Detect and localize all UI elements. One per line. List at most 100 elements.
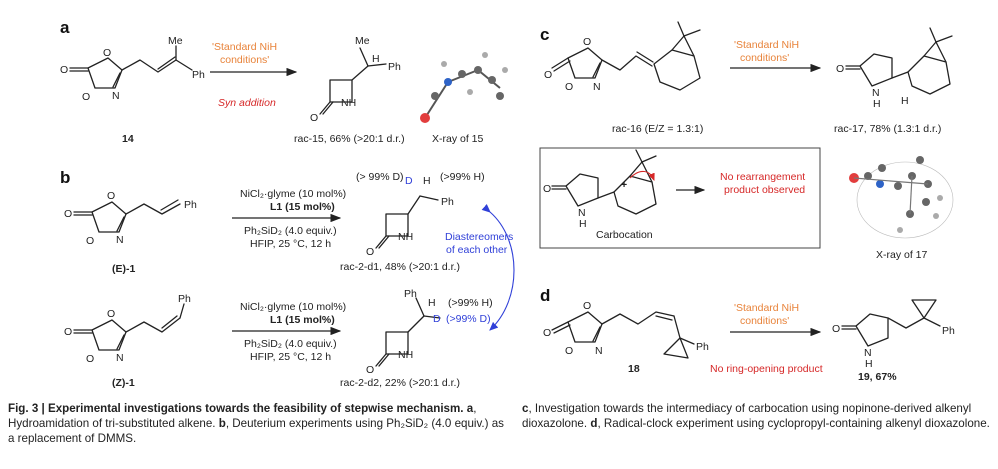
product-15-ph: Ph [388,61,401,73]
product-15-h: H [372,53,380,65]
z1-cond-1: NiCl₂·glyme (10 mol%) [240,301,346,313]
caption-a-label: a [466,402,474,415]
product-17-h2: H [901,95,909,107]
atom-o: O [583,300,591,312]
atom-o: O [583,36,591,48]
atom-o: O [544,69,552,81]
atom-o: O [543,327,551,339]
compound-e1: (E)-1 [112,263,135,275]
d1-d: D [405,175,413,187]
diastereomers-2: of each other [446,244,508,256]
xray-15-image [420,52,508,123]
product-19-structure [841,299,941,347]
compound-z1: (Z)-1 [112,377,135,389]
product-2d1-caption: rac-2-d1, 48% (>20:1 d.r.) [340,261,460,273]
atom-o: O [64,326,72,338]
conditions-d-line1: 'Standard NiH [734,302,799,314]
caption-c-label: c [522,402,529,415]
box-n: N [578,207,586,219]
substrate-18-structure [551,311,695,359]
substrate-e1-structure [73,199,181,233]
product-17-caption: rac-17, 78% (1.3:1 d.r.) [834,123,941,135]
substrate-ph: Ph [192,69,205,81]
product-19-caption: 19, 67% [858,371,897,383]
d2-nh: NH [398,349,413,361]
atom-o: O [310,112,318,124]
atom-o: O [543,183,551,195]
d2-h: H [428,297,436,309]
e1-cond-4: HFIP, 25 °C, 12 h [250,238,331,250]
product-2d2-caption: rac-2-d2, 22% (>20:1 d.r.) [340,377,460,389]
conditions-a-line1: 'Standard NiH [212,41,277,53]
conditions-d-line2: conditions' [740,315,789,327]
panel-b-label: b [60,168,70,187]
caption-title: Fig. 3 | Experimental investigations tow… [8,402,464,415]
caption-d-label: d [590,417,598,430]
product-17-h1: H [873,98,881,110]
box-plus: + [621,179,627,191]
xray-15-caption: X-ray of 15 [432,133,484,145]
panel-c-label: c [540,25,549,44]
compound-18: 18 [628,363,640,375]
z1-cond-2: L1 (15 mol%) [270,314,335,326]
d2-d-pct: (>99% D) [446,313,491,325]
product-17-structure [845,27,953,95]
z1-cond-3: Ph₂SiD₂ (4.0 equiv.) [244,338,337,350]
z1-ph: Ph [178,293,191,305]
carbocation-box [539,147,821,249]
panel-a-label: a [60,18,70,37]
carbocation-structure [551,149,657,215]
atom-o: O [60,64,68,76]
diastereomers-1: Diastereomers [445,231,513,243]
d1-ph: Ph [441,196,454,208]
d1-d-pct: (> 99% D) [356,171,404,183]
caption-b-label: b [218,417,226,430]
product-19-ph: Ph [942,325,955,337]
e1-cond-2: L1 (15 mol%) [270,201,335,213]
figure-caption-left: Fig. 3 | Experimental investigations tow… [8,401,508,446]
e1-cond-3: Ph₂SiD₂ (4.0 equiv.) [244,225,337,237]
caption-d-text: , Radical-clock experiment using cyclopr… [597,417,990,430]
conditions-c-line1: 'Standard NiH [734,39,799,51]
substrate-14-structure [69,45,193,89]
atom-n: N [595,345,603,357]
product-15-me: Me [355,35,370,47]
panel-d-label: d [540,286,550,305]
d1-nh: NH [398,231,413,243]
d2-ph: Ph [404,288,417,300]
atom-o: O [103,47,111,59]
atom-o: O [82,91,90,103]
atom-o: O [366,246,374,258]
substrate-16-structure [551,21,701,91]
e1-ph: Ph [184,199,197,211]
atom-o: O [86,353,94,365]
d1-h: H [423,175,431,187]
atom-o: O [565,81,573,93]
z1-cond-4: HFIP, 25 °C, 12 h [250,351,331,363]
no-rearrangement-2: product observed [724,184,805,196]
d1-h-pct: (>99% H) [440,171,485,183]
product-19-h: H [865,358,873,370]
substrate-16-caption: rac-16 (E/Z = 1.3:1) [612,123,703,135]
conditions-c-line2: conditions' [740,52,789,64]
product-2d2-structure [375,297,441,367]
no-rearrangement-1: No rearrangement [720,171,805,183]
no-ring-opening: No ring-opening product [710,363,823,375]
d2-h-pct: (>99% H) [448,297,493,309]
atom-n: N [116,234,124,246]
atom-o: O [86,235,94,247]
caption-c-text: , Investigation towards the intermediacy… [522,402,972,430]
panel-a: a O O O N Me Ph 14 'Standard NiH conditi… [60,18,508,145]
syn-addition-note: Syn addition [218,97,276,109]
product-15-caption: rac-15, 66% (>20:1 d.r.) [294,133,405,145]
panel-b: b O O O N Ph (E)-1 NiCl₂·glyme (10 mol%)… [60,168,515,389]
atom-o: O [107,308,115,320]
figure-caption-right: c, Investigation towards the intermediac… [522,401,992,431]
atom-o: O [836,63,844,75]
xray-17-caption: X-ray of 17 [876,249,928,261]
conditions-a-line2: conditions' [220,54,269,66]
product-2d1-structure [375,195,439,249]
panel-d: d O O O N Ph 18 'Standard NiH conditions… [540,286,955,383]
atom-n: N [112,90,120,102]
atom-o: O [64,208,72,220]
